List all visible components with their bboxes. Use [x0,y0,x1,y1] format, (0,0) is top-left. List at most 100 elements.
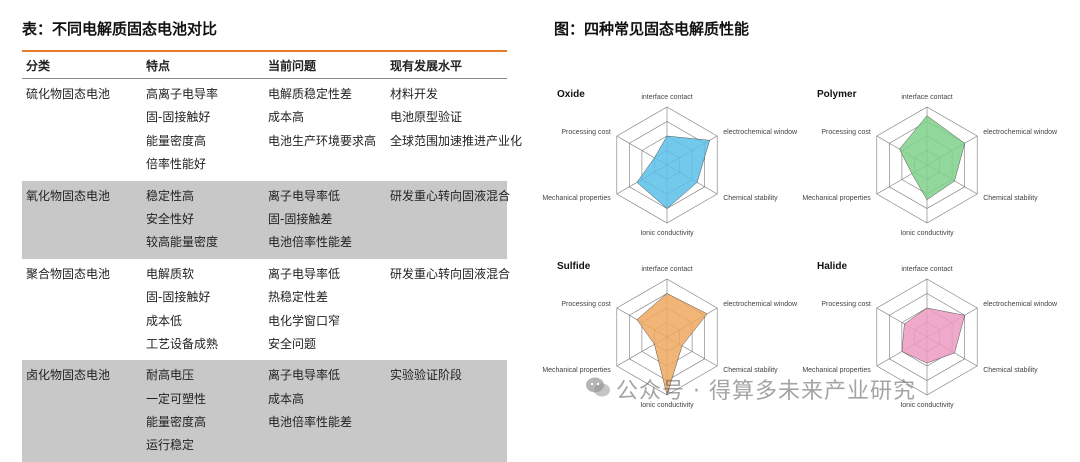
cell-line: 卤化物固态电池 [26,368,111,383]
table-header-row: 分类 特点 当前问题 现有发展水平 [22,52,507,79]
radar-axis-label: Processing cost [821,129,870,136]
header-status: 现有发展水平 [390,58,463,73]
radar-figure-panel: 图：四种常见固态电解质性能 interface contact electroch… [540,0,1080,433]
cell-line: 成本高 [268,110,305,125]
cell-line: 材料开发 [390,87,439,101]
cell-line: 电池生产环境要求高 [268,133,377,148]
table-row: 硫化物固态电池高离子电导率固-固接触好能量密度高倍率性能好电解质稳定性差成本高电… [22,79,522,181]
radar-sulfide: interface contact electrochemical windowC… [542,261,798,409]
cell-category: 硫化物固态电池 [22,83,142,177]
cell-line: 硫化物固态电池 [26,87,111,101]
radar-axis-label: Mechanical properties [802,367,871,374]
radar-axis-label: electrochemical window [723,129,798,136]
cell-problems: 电解质稳定性差成本高电池生产环境要求高 [264,83,386,177]
cell-line: 较高能量密度 [146,235,219,250]
radar-axis-label: Ionic conductivity [640,230,694,237]
cell-line: 一定可塑性 [146,391,207,406]
cell-line: 固-固接触差 [268,211,333,226]
radar-title: Oxide [557,89,585,100]
cell-problems: 离子电导率低固-固接触差电池倍率性能差 [264,185,386,255]
radar-axis-label: Mechanical properties [542,195,611,202]
table-top-rule [22,50,507,52]
cell-status: 研发重心转向固液混合 [386,263,511,357]
radar-axis-label: interface contact [641,266,692,273]
cell-status: 研发重心转向固液混合 [386,185,511,255]
cell-status: 材料开发电池原型验证全球范围加速推进产业化 [386,83,522,177]
cell-line: 离子电导率低 [268,188,341,203]
radar-axis-label: Chemical stability [723,195,778,202]
header-category: 分类 [26,58,51,73]
radar-series-halide [901,307,966,364]
cell-line: 研发重心转向固液混合 [390,188,511,203]
cell-features: 稳定性高安全性好较高能量密度 [142,185,264,255]
radar-series-polymer [899,115,965,201]
cell-line: 电解质软 [146,266,195,281]
table-row: 聚合物固态电池电解质软固-固接触好成本低工艺设备成熟离子电导率低热稳定性差电化学… [22,259,511,361]
cell-line: 倍率性能好 [146,157,207,172]
radar-axis-label: Chemical stability [723,367,778,374]
cell-line: 离子电导率低 [268,266,341,281]
table-title: 表：不同电解质固态电池对比 [22,20,218,38]
cell-category: 聚合物固态电池 [22,263,142,357]
radar-axis-label: Processing cost [561,301,610,308]
cell-line: 安全问题 [268,336,317,351]
cell-category: 卤化物固态电池 [22,364,142,458]
cell-features: 电解质软固-固接触好成本低工艺设备成熟 [142,263,264,357]
cell-line: 固-固接触好 [146,290,211,305]
cell-line: 电解质稳定性差 [268,87,353,101]
radar-axis-label: electrochemical window [983,129,1058,136]
cell-line: 热稳定性差 [268,290,329,305]
cell-line: 高离子电导率 [146,87,219,101]
cell-line: 研发重心转向固液混合 [390,266,511,281]
radar-axis-label: Ionic conductivity [900,230,954,237]
cell-line: 成本低 [146,313,183,328]
radar-series-sulfide [636,293,708,396]
radar-axis-label: Processing cost [821,301,870,308]
radar-series-oxide [636,135,711,209]
cell-features: 高离子电导率固-固接触好能量密度高倍率性能好 [142,83,264,177]
cell-problems: 离子电导率低热稳定性差电化学窗口窄安全问题 [264,263,386,357]
cell-line: 成本高 [268,391,305,406]
cell-line: 电池倍率性能差 [268,415,353,430]
cell-line: 安全性好 [146,211,195,226]
radar-axis-label: Ionic conductivity [900,402,954,409]
radar-title: Sulfide [557,261,591,272]
watermark-text: 公众号 · 得算多未来产业研究 [616,379,916,404]
cell-line: 电池原型验证 [390,110,463,125]
comparison-table: 分类 特点 当前问题 现有发展水平 硫化物固态电池 高离子电导率固-固接触好能量密… [22,50,522,462]
radar-axis-label: Mechanical properties [542,367,611,374]
header-features: 特点 [146,58,171,73]
radar-title: Halide [817,261,847,272]
table-row: 卤化物固态电池耐高电压一定可塑性能量密度高运行稳定离子电导率低成本高电池倍率性能… [22,360,507,462]
cell-features: 耐高电压一定可塑性能量密度高运行稳定 [142,364,264,458]
cell-line: 耐高电压 [146,368,195,383]
cell-line: 能量密度高 [146,415,207,430]
cell-line: 电池倍率性能差 [268,235,353,250]
cell-line: 实验验证阶段 [390,368,463,383]
cell-line: 工艺设备成熟 [146,336,219,351]
radar-axis-label: Mechanical properties [802,195,871,202]
radar-axis-label: electrochemical window [723,301,798,308]
radar-axis-label: Processing cost [561,129,610,136]
cell-line: 离子电导率低 [268,368,341,383]
header-problems: 当前问题 [268,58,317,73]
radar-axis-label: Ionic conductivity [640,402,694,409]
cell-line: 氧化物固态电池 [26,188,111,203]
figure-title: 图：四种常见固态电解质性能 [554,20,750,38]
cell-line: 运行稳定 [146,438,195,453]
cell-line: 固-固接触好 [146,110,211,125]
cell-line: 电化学窗口窄 [268,313,341,328]
radar-axis-label: electrochemical window [983,301,1058,308]
radar-axis-label: interface contact [901,266,952,273]
table-body: 硫化物固态电池高离子电导率固-固接触好能量密度高倍率性能好电解质稳定性差成本高电… [22,79,522,462]
cell-status: 实验验证阶段 [386,364,507,458]
cell-category: 氧化物固态电池 [22,185,142,255]
radar-title: Polymer [817,89,857,100]
wechat-icon [586,377,610,397]
table-row: 氧化物固态电池稳定性高安全性好较高能量密度离子电导率低固-固接触差电池倍率性能差… [22,180,511,259]
cell-line: 能量密度高 [146,133,207,148]
